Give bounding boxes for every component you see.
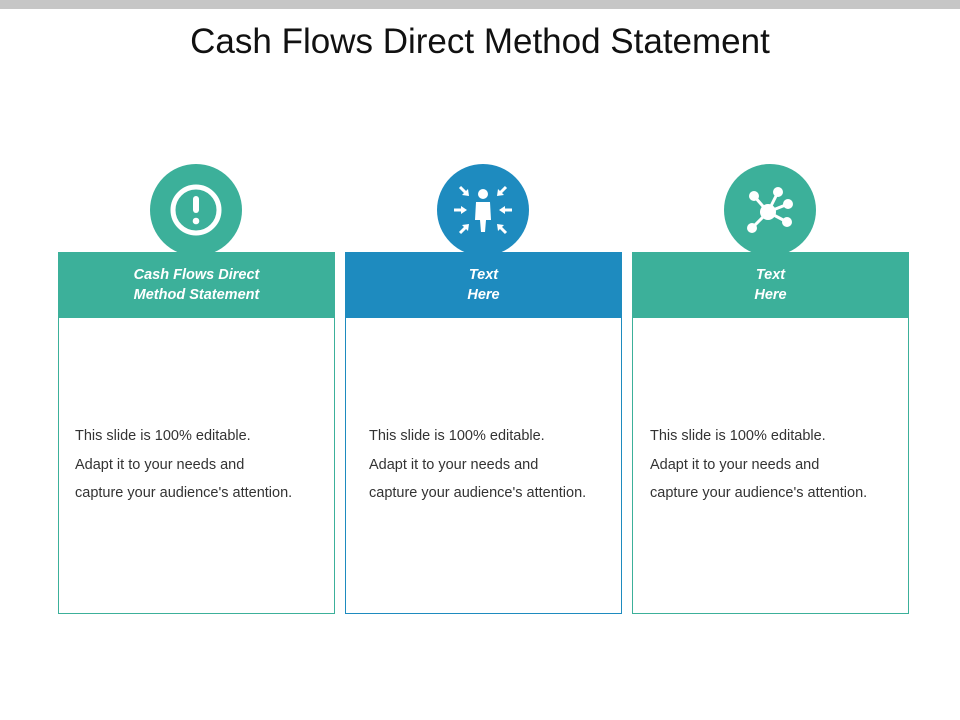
- card-body: This slide is 100% editable. Adapt it to…: [650, 422, 900, 508]
- card-body-line: capture your audience's attention.: [369, 485, 587, 501]
- card-body: This slide is 100% editable. Adapt it to…: [75, 422, 325, 508]
- icon-badge-2: [437, 164, 529, 256]
- card-header-line: Text: [468, 267, 499, 283]
- card-2: Text Here This slide is 100% editable. A…: [345, 252, 622, 614]
- network-hub-icon: [747, 187, 793, 233]
- card-header: Text Here: [345, 252, 622, 318]
- card-body-line: Adapt it to your needs and: [369, 456, 539, 473]
- focus-person-icon: [454, 185, 512, 235]
- card-header-line: Here: [754, 287, 787, 303]
- card-body-line: capture your audience's attention.: [650, 485, 868, 501]
- card-header: Cash Flows Direct Method Statement: [58, 252, 335, 318]
- card-body-line: Adapt it to your needs and: [650, 456, 820, 473]
- card-body-line: This slide is 100% editable.: [369, 428, 545, 444]
- icon-badge-1: [150, 164, 242, 256]
- card-header: Text Here: [632, 252, 909, 318]
- card-body-line: capture your audience's attention.: [75, 485, 293, 501]
- slide-title: Cash Flows Direct Method Statement: [190, 22, 770, 61]
- card-3: Text Here This slide is 100% editable. A…: [632, 252, 909, 614]
- card-body-line: Adapt it to your needs and: [75, 456, 245, 473]
- card-1: Cash Flows Direct Method Statement This …: [58, 252, 335, 614]
- card-header-line: Method Statement: [133, 287, 260, 303]
- card-body-line: This slide is 100% editable.: [75, 428, 251, 444]
- card-body-line: This slide is 100% editable.: [650, 428, 826, 444]
- card-body: This slide is 100% editable. Adapt it to…: [369, 422, 619, 508]
- exclamation-icon: [170, 184, 222, 236]
- icon-badge-3: [724, 164, 816, 256]
- card-header-line: Text: [755, 267, 786, 283]
- card-header-line: Cash Flows Direct: [133, 267, 260, 283]
- top-bar: [0, 0, 960, 9]
- card-header-line: Here: [467, 287, 500, 303]
